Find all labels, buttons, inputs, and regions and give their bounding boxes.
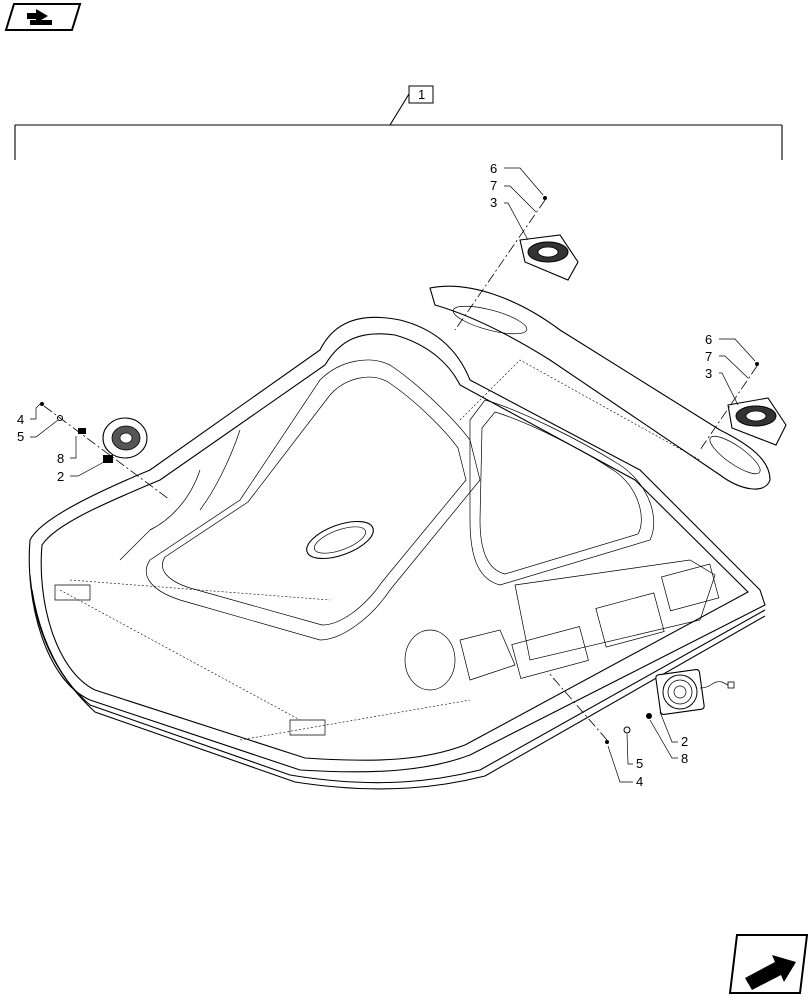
callout-1: 1	[418, 87, 425, 102]
callout-7-top: 7	[490, 178, 497, 193]
callout-8-bottom: 8	[681, 751, 688, 766]
callout-2-left: 2	[57, 469, 64, 484]
callout-6-top: 6	[490, 161, 497, 176]
right-speaker-group: 6 7 3	[699, 332, 787, 451]
assembly-bracket: 1	[14, 85, 783, 160]
cab-headliner	[28, 316, 766, 790]
speaker-3-right[interactable]	[727, 397, 787, 446]
screw-6-top[interactable]	[543, 196, 547, 200]
left-speaker-group: 4 5 8 2	[17, 402, 171, 501]
callout-2-bottom: 2	[681, 734, 688, 749]
roof-rail	[429, 285, 771, 490]
washer-5-bottom[interactable]	[623, 726, 631, 734]
callout-8-left: 8	[57, 451, 64, 466]
screw-4-left[interactable]	[40, 402, 44, 406]
speaker-3-top[interactable]	[519, 234, 579, 281]
callout-4-bottom: 4	[636, 774, 643, 789]
screw-4-bottom[interactable]	[605, 740, 609, 744]
callout-4-left: 4	[17, 412, 24, 427]
clip-8-bottom[interactable]	[646, 713, 652, 719]
previous-page-icon[interactable]	[4, 3, 82, 31]
clip-8-left[interactable]	[78, 428, 86, 434]
callout-6-right: 6	[705, 332, 712, 347]
top-speaker-group: 6 7 3	[454, 161, 579, 331]
callout-3-right: 3	[705, 366, 712, 381]
screw-6-right[interactable]	[755, 362, 759, 366]
speaker-2-left[interactable]	[102, 417, 148, 463]
callout-5-bottom: 5	[636, 756, 643, 771]
callout-3-top: 3	[490, 195, 497, 210]
bottom-speaker-group: 2 8 5 4	[547, 668, 735, 789]
next-page-icon[interactable]	[728, 934, 809, 994]
callout-5-left: 5	[17, 429, 24, 444]
speaker-2-bottom[interactable]	[655, 668, 735, 716]
callout-7-right: 7	[705, 349, 712, 364]
washer-5-left[interactable]	[57, 415, 63, 421]
